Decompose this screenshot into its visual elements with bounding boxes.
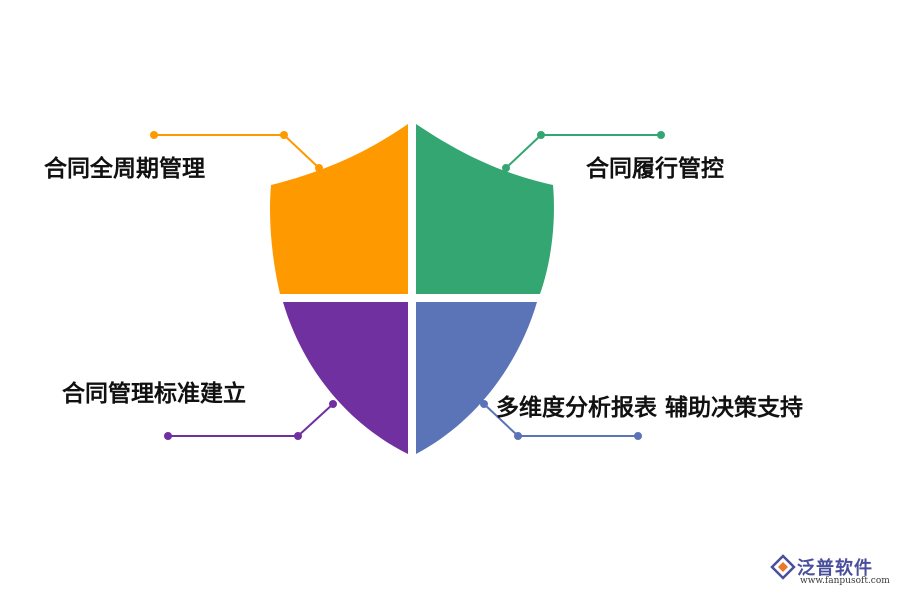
shield-quadrant-bottom-right: [416, 302, 537, 454]
connector-dot: [150, 131, 158, 139]
connector-dot: [329, 400, 337, 408]
connector-dot: [657, 131, 665, 139]
connector-dot: [164, 432, 172, 440]
brand-name: 泛普软件: [797, 558, 873, 579]
connector-dot: [514, 432, 522, 440]
shield-quadrant-top-right: [416, 124, 554, 294]
connector-dot: [280, 131, 288, 139]
connector-bottom-left: [168, 403, 334, 437]
shield-quadrant-bottom-left: [283, 302, 408, 454]
brand-url: www.fanpusoft.com: [800, 576, 890, 586]
connector-dot: [537, 131, 545, 139]
label-full-lifecycle: 合同全周期管理: [44, 156, 205, 182]
shield-quadrant-top-left: [270, 124, 408, 294]
label-analysis-reports: 多维度分析报表 辅助决策支持: [496, 395, 804, 421]
connector-dot: [480, 400, 488, 408]
label-performance-control: 合同履行管控: [586, 156, 724, 182]
connector-dot: [634, 432, 642, 440]
fanpu-logo-icon: [770, 554, 796, 580]
connector-dot: [502, 164, 510, 172]
connector-dot: [315, 164, 323, 172]
connector-dot: [294, 432, 302, 440]
brand-watermark: 泛普软件 www.fanpusoft.com: [770, 552, 894, 594]
label-standard-establishment: 合同管理标准建立: [62, 381, 246, 407]
